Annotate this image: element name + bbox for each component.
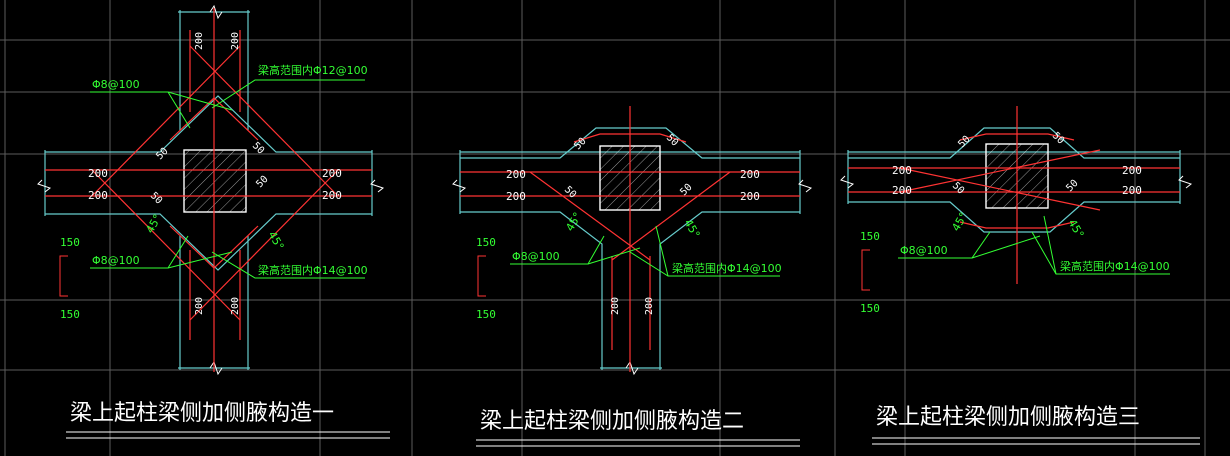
detail-2-level-top: 150 <box>476 236 496 249</box>
detail-2-leaders <box>510 225 780 277</box>
detail-2-note: Φ8@100 <box>512 250 560 263</box>
detail-2-dim: 200 <box>506 190 526 203</box>
detail-2-rebar <box>460 106 800 372</box>
detail-1-note: Φ8@100 <box>92 78 140 91</box>
detail-1-note: 梁高范围内Φ12@100 <box>258 63 368 77</box>
detail-1-angle: 45° <box>265 229 286 252</box>
detail-3-angle: 45° <box>1065 217 1086 240</box>
detail-3-dim: 200 <box>892 184 912 197</box>
detail-3-dim: 200 <box>892 164 912 177</box>
detail-2-column-dim: 200 <box>610 297 621 315</box>
detail-3-dim: 200 <box>1122 164 1142 177</box>
detail-1-level-bottom: 150 <box>60 308 80 321</box>
detail-3: 50 50 50 50 200 200 200 200 45° 45° Φ8@1… <box>840 106 1200 445</box>
detail-1-chamfer-dim: 50 <box>254 174 270 190</box>
detail-2: 50 50 50 50 200 200 200 200 200 200 45° … <box>452 106 813 447</box>
detail-3-level-bottom: 150 <box>860 302 880 315</box>
detail-1-column-section <box>183 149 247 213</box>
detail-1-chamfer-dim: 50 <box>154 146 170 162</box>
detail-2-angle: 45° <box>681 217 702 240</box>
detail-1-dim: 200 <box>322 189 342 202</box>
detail-1-level-top: 150 <box>60 236 80 249</box>
detail-3-dim: 200 <box>1122 184 1142 197</box>
detail-1-leaders <box>90 79 365 279</box>
detail-2-level-bottom: 150 <box>476 308 496 321</box>
detail-2-chamfer-dim: 50 <box>664 132 680 148</box>
detail-1-column-dim: 200 <box>230 297 241 315</box>
detail-1-dim: 200 <box>88 167 108 180</box>
detail-1-dim: 200 <box>322 167 342 180</box>
detail-1: 50 50 50 50 200 200 200 200 200 200 200 … <box>37 4 390 439</box>
detail-3-chamfer-dim: 50 <box>950 180 966 196</box>
detail-1-column-dim: 200 <box>230 32 241 50</box>
detail-1-chamfer-dim: 50 <box>148 190 164 206</box>
detail-2-note: 梁高范围内Φ14@100 <box>672 261 782 275</box>
detail-2-dim: 200 <box>506 168 526 181</box>
detail-1-note: 梁高范围内Φ14@100 <box>258 263 368 277</box>
detail-1-dim: 200 <box>88 189 108 202</box>
detail-2-column-dim: 200 <box>644 297 655 315</box>
detail-2-angle: 45° <box>563 210 584 233</box>
detail-2-chamfer-dim: 50 <box>562 184 578 200</box>
detail-3-note: Φ8@100 <box>900 244 948 257</box>
detail-3-level-top: 150 <box>860 230 880 243</box>
detail-3-note: 梁高范围内Φ14@100 <box>1060 259 1170 273</box>
detail-3-leaders <box>898 215 1170 275</box>
detail-1-note: Φ8@100 <box>92 254 140 267</box>
detail-3-chamfer-dim: 50 <box>956 134 972 150</box>
detail-3-title: 梁上起柱梁侧加侧腋构造三 <box>876 405 1140 430</box>
detail-2-dim: 200 <box>740 168 760 181</box>
detail-2-dim: 200 <box>740 190 760 203</box>
detail-3-rebar <box>848 106 1180 284</box>
detail-1-column-dim: 200 <box>194 297 205 315</box>
detail-3-chamfer-dim: 50 <box>1050 130 1066 146</box>
detail-1-title: 梁上起柱梁侧加侧腋构造一 <box>70 401 334 426</box>
detail-2-title: 梁上起柱梁侧加侧腋构造二 <box>480 409 744 434</box>
detail-1-column-dim: 200 <box>194 32 205 50</box>
detail-3-angle: 45° <box>949 210 970 233</box>
